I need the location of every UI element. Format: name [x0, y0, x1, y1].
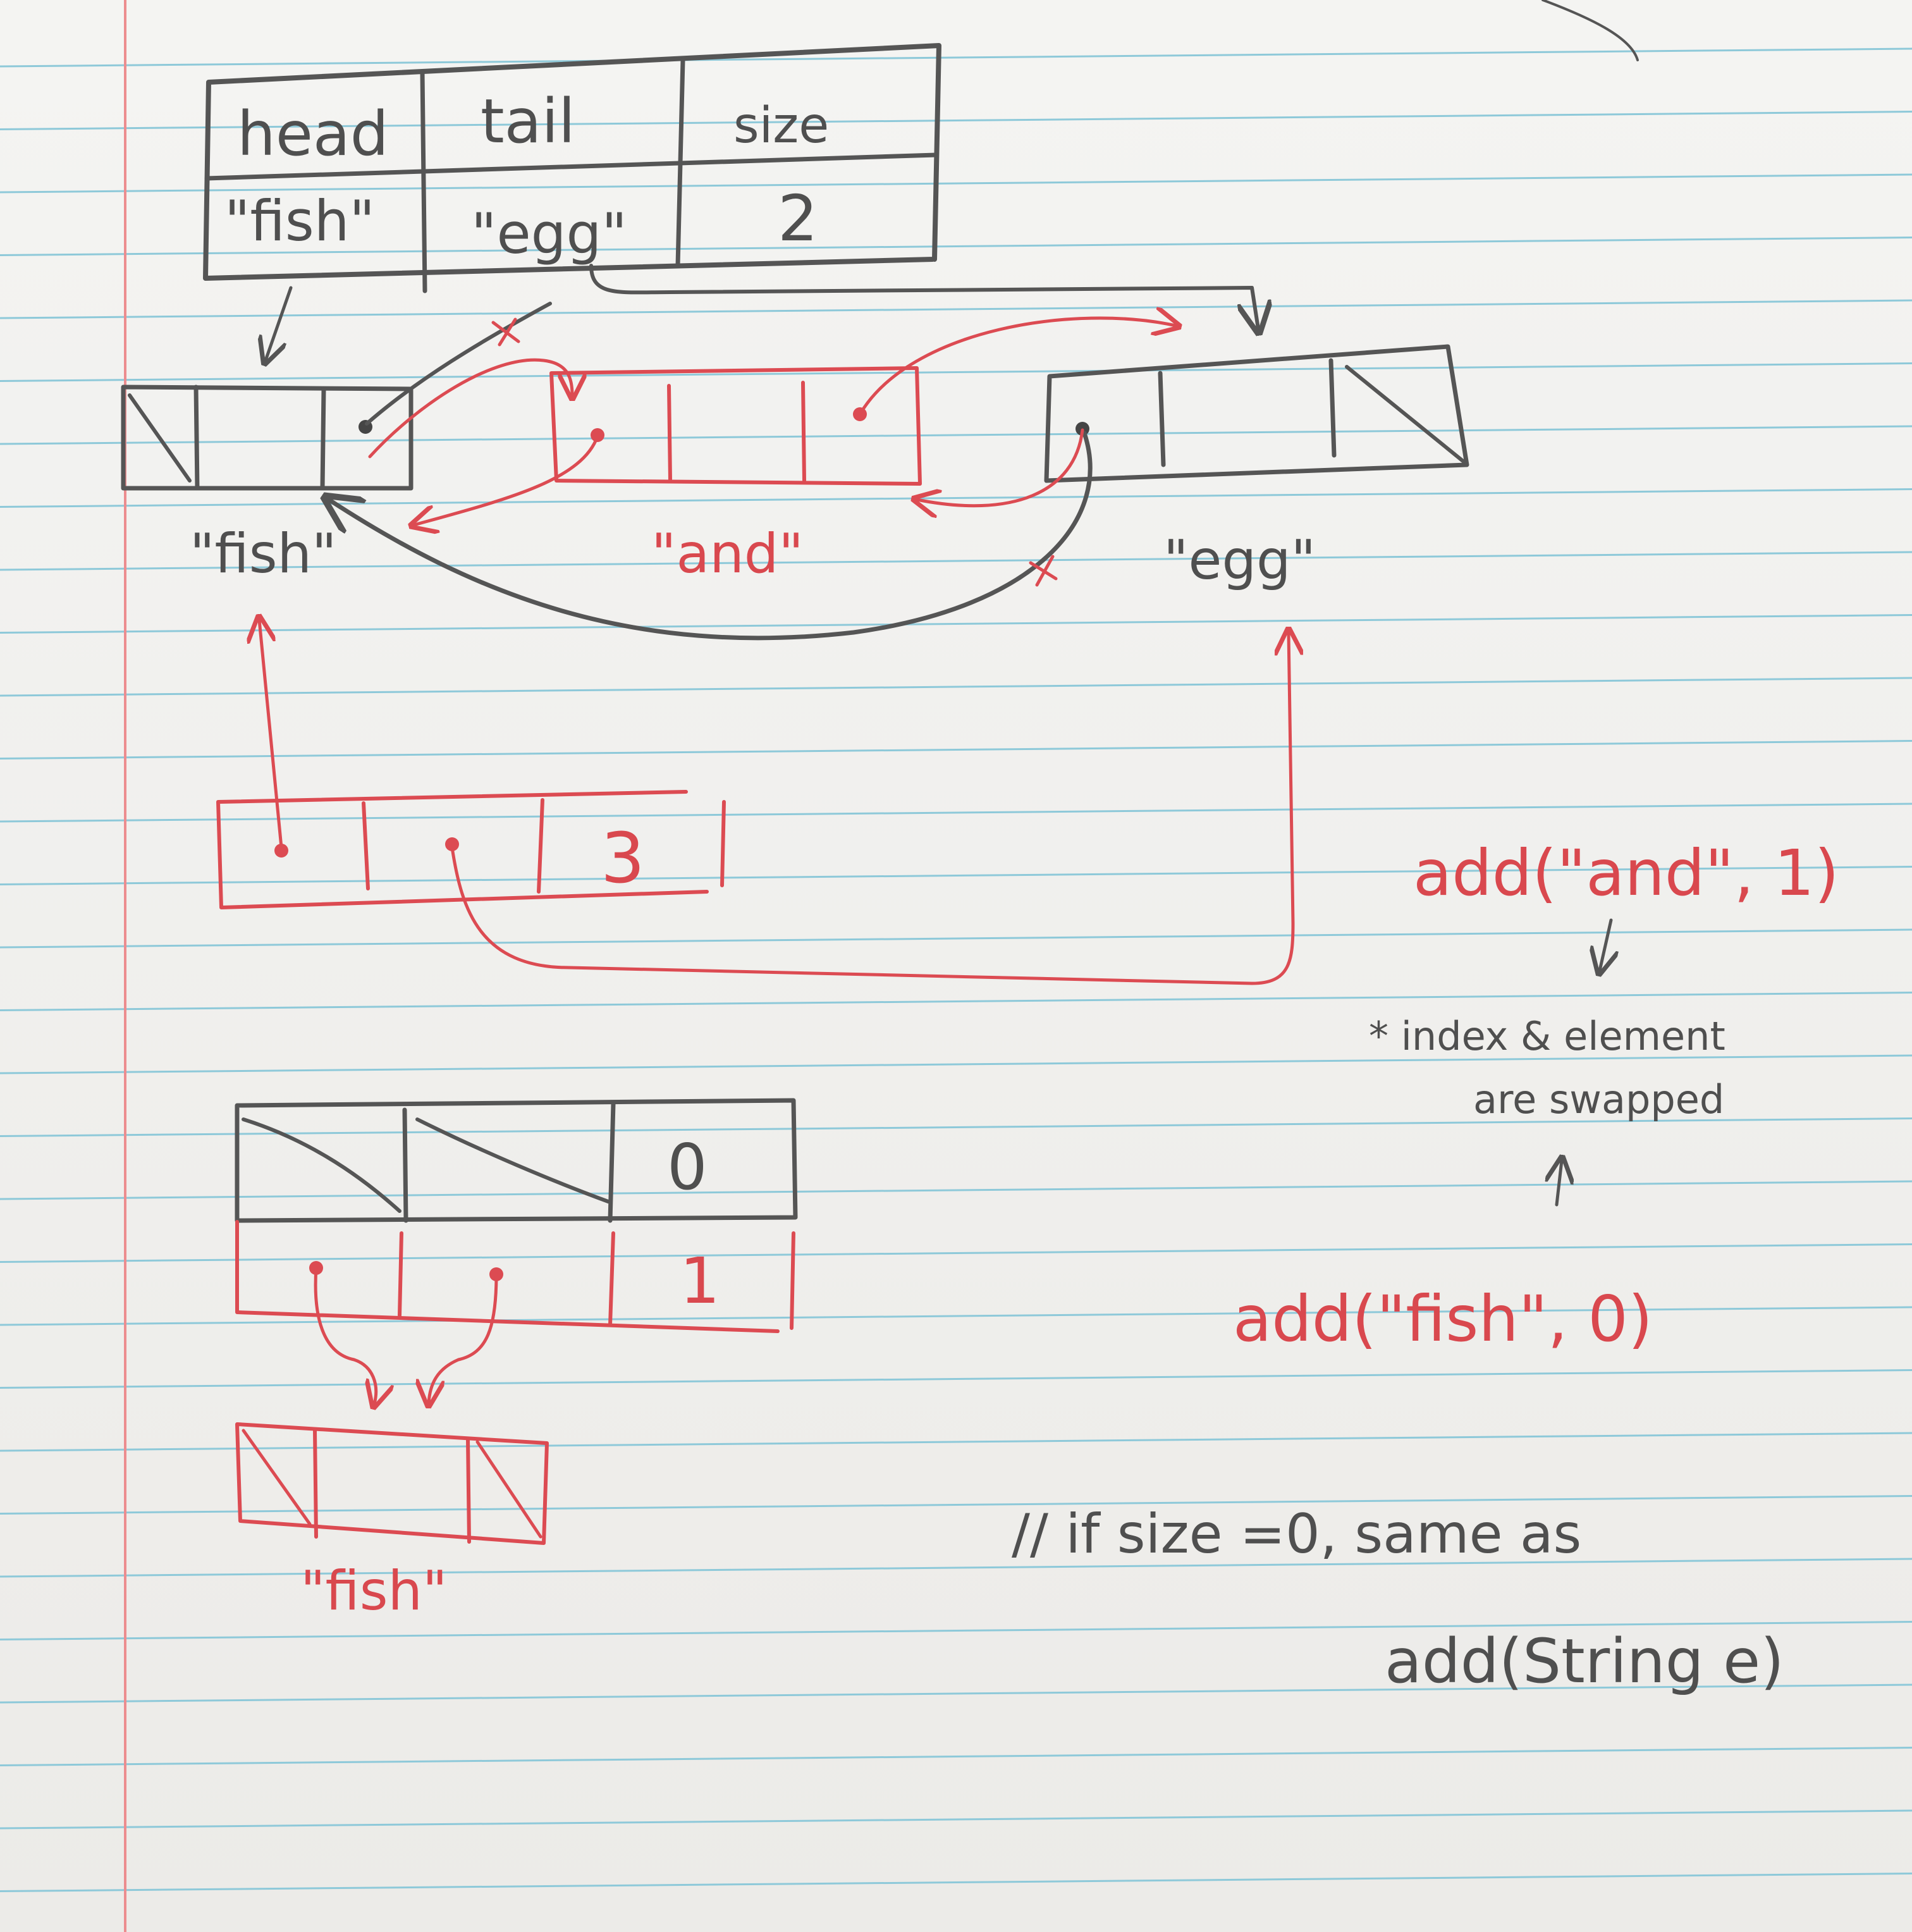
fish-node-label: "fish"	[190, 522, 337, 586]
egg-node: "egg"	[1044, 344, 1469, 592]
header-head-label: head	[237, 99, 389, 169]
fish-next-to-and	[368, 358, 572, 458]
comment-line-2: add(String e)	[1385, 1626, 1784, 1697]
header-size-label: size	[733, 97, 829, 154]
rule-line	[0, 1369, 1912, 1389]
rule-line	[0, 237, 1912, 256]
call-add-fish: add("fish", 0)	[1233, 1282, 1653, 1356]
rule-line	[0, 992, 1912, 1011]
and-prev-to-fish	[414, 434, 599, 525]
middle-tail-pointer	[450, 632, 1293, 985]
rule-line	[0, 740, 1912, 760]
rule-line	[0, 1432, 1912, 1452]
swap-note-line-2: are swapped	[1473, 1076, 1724, 1123]
note-arrow-up	[1557, 1160, 1562, 1207]
and-node-label: "and"	[651, 522, 804, 586]
call-add-and: add("and", 1)	[1413, 836, 1839, 910]
bottom-list-record: 0 1	[235, 1098, 798, 1333]
middle-head-pointer	[259, 620, 283, 849]
bottom-head-pointer	[314, 1266, 376, 1404]
fish-node: "fish"	[121, 385, 414, 586]
rule-line	[0, 1495, 1912, 1515]
header-table: head tail size "fish" "egg" 2	[203, 43, 941, 293]
header-size-value: 2	[778, 182, 818, 255]
and-next-to-egg	[858, 318, 1176, 416]
swap-note-line-1: * index & element	[1369, 1013, 1725, 1059]
tail-pointer-arrow	[589, 264, 1258, 329]
rule-line	[0, 1243, 1912, 1263]
cross-mark-bottom	[1029, 555, 1058, 587]
rule-line	[0, 1558, 1912, 1578]
old-egg-prev-link	[329, 431, 1093, 641]
rule-line	[0, 47, 1912, 68]
rule-line	[0, 1683, 1912, 1704]
bottom-new-size: 1	[680, 1244, 720, 1318]
middle-list-record: 3	[216, 790, 726, 909]
rule-line	[0, 677, 1912, 697]
rule-line	[0, 425, 1912, 445]
rule-line	[0, 866, 1912, 885]
bottom-old-size: 0	[667, 1130, 708, 1204]
rule-line	[0, 362, 1912, 382]
header-tail-value: "egg"	[471, 201, 627, 266]
rule-line	[0, 928, 1912, 949]
cross-mark-top	[491, 317, 520, 347]
and-node: "and"	[549, 366, 922, 586]
rule-line	[0, 1809, 1912, 1830]
middle-size-value: 3	[601, 818, 645, 899]
rule-line	[0, 1117, 1912, 1137]
new-fish-node-label: "fish"	[300, 1560, 448, 1623]
new-fish-node: "fish"	[235, 1422, 549, 1623]
rule-line	[0, 1054, 1912, 1074]
rule-line	[0, 111, 1912, 130]
comment-line-1: // if size =0, same as	[1012, 1503, 1581, 1566]
egg-node-label: "egg"	[1163, 529, 1316, 592]
bottom-tail-pointer	[429, 1272, 498, 1403]
old-fish-next-link	[365, 302, 552, 426]
rule-line	[0, 1873, 1912, 1892]
rule-line	[0, 551, 1912, 571]
rule-line	[0, 1180, 1912, 1200]
rule-line	[0, 173, 1912, 194]
rule-line	[0, 1621, 1912, 1640]
header-tail-label: tail	[481, 86, 575, 157]
head-pointer-arrow	[266, 286, 293, 360]
rule-line	[0, 614, 1912, 634]
rule-line	[0, 299, 1912, 319]
header-head-value: "fish"	[224, 188, 375, 254]
rule-line	[0, 803, 1912, 823]
ruled-lines	[0, 47, 1912, 1892]
rule-line	[0, 1747, 1912, 1766]
note-arrow-down	[1600, 918, 1611, 971]
stray-pencil-arc	[1541, 0, 1639, 61]
egg-prev-to-and	[917, 428, 1084, 506]
